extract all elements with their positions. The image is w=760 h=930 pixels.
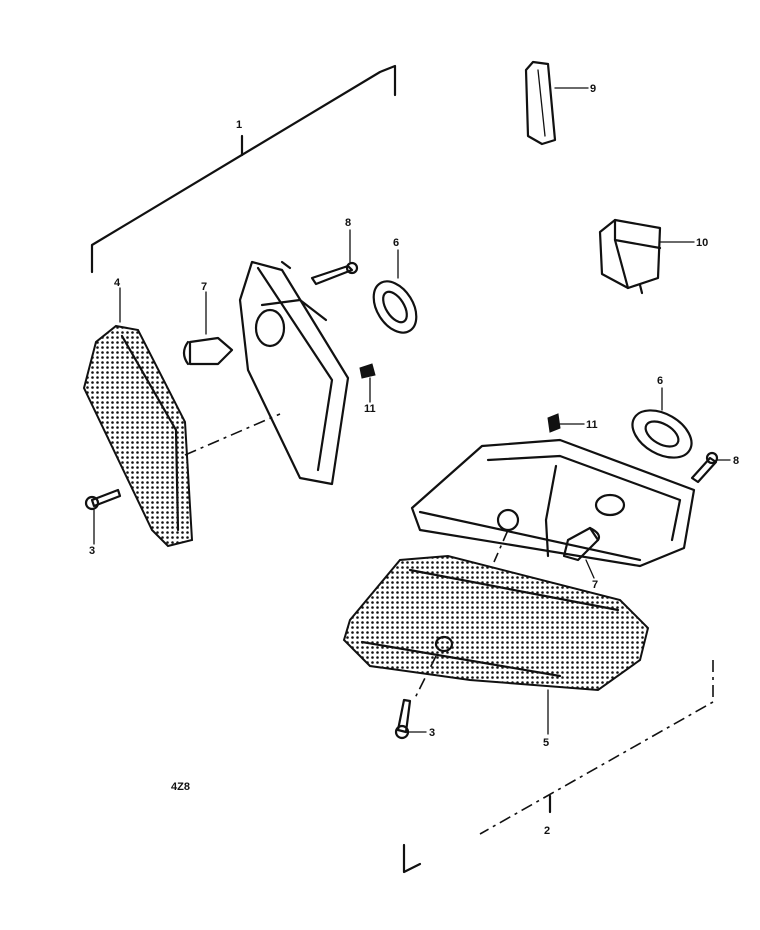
callout-10: 10 bbox=[696, 237, 708, 249]
callout-7b: 7 bbox=[592, 579, 598, 591]
part-11-screw-left bbox=[359, 363, 376, 403]
callout-6b: 6 bbox=[657, 375, 663, 387]
callout-1: 1 bbox=[236, 119, 242, 131]
right-lamp-housing bbox=[410, 438, 696, 568]
alignment-line-right-bottom bbox=[413, 655, 437, 701]
diagram-stamp: 4Z8 bbox=[171, 781, 190, 793]
assembly-bracket-1 bbox=[90, 64, 397, 274]
assembly-bracket-2 bbox=[402, 660, 714, 874]
callout-7a: 7 bbox=[201, 281, 207, 293]
callout-3b: 3 bbox=[429, 727, 435, 739]
callout-4: 4 bbox=[114, 277, 121, 289]
part-6-gasket-left bbox=[372, 249, 418, 334]
part-7-bulb-left bbox=[182, 291, 234, 366]
part-3-screw-right bbox=[394, 698, 427, 740]
callout-8a: 8 bbox=[345, 217, 351, 229]
left-lamp-housing bbox=[238, 260, 350, 486]
callout-5: 5 bbox=[543, 737, 549, 749]
callout-8b: 8 bbox=[733, 455, 739, 467]
part-5-right-lens bbox=[342, 554, 650, 735]
part-6-gasket-right bbox=[631, 387, 693, 459]
callout-2: 2 bbox=[544, 825, 550, 837]
callout-3a: 3 bbox=[89, 545, 95, 557]
callout-11b: 11 bbox=[586, 419, 598, 431]
alignment-line-right-top bbox=[493, 529, 509, 563]
callout-11a: 11 bbox=[364, 403, 376, 415]
part-7-bulb-right bbox=[562, 526, 601, 579]
part-9-clip bbox=[524, 60, 589, 146]
part-8-screw-right bbox=[690, 451, 731, 484]
part-3-screw-left bbox=[84, 488, 122, 545]
part-8-screw-left bbox=[310, 229, 359, 286]
alignment-line-left bbox=[184, 413, 281, 456]
part-10-relay bbox=[598, 218, 695, 295]
part-4-left-lens bbox=[82, 287, 194, 548]
callout-9: 9 bbox=[590, 83, 596, 95]
part-11-screw-right bbox=[547, 413, 585, 433]
callout-6a: 6 bbox=[393, 237, 399, 249]
